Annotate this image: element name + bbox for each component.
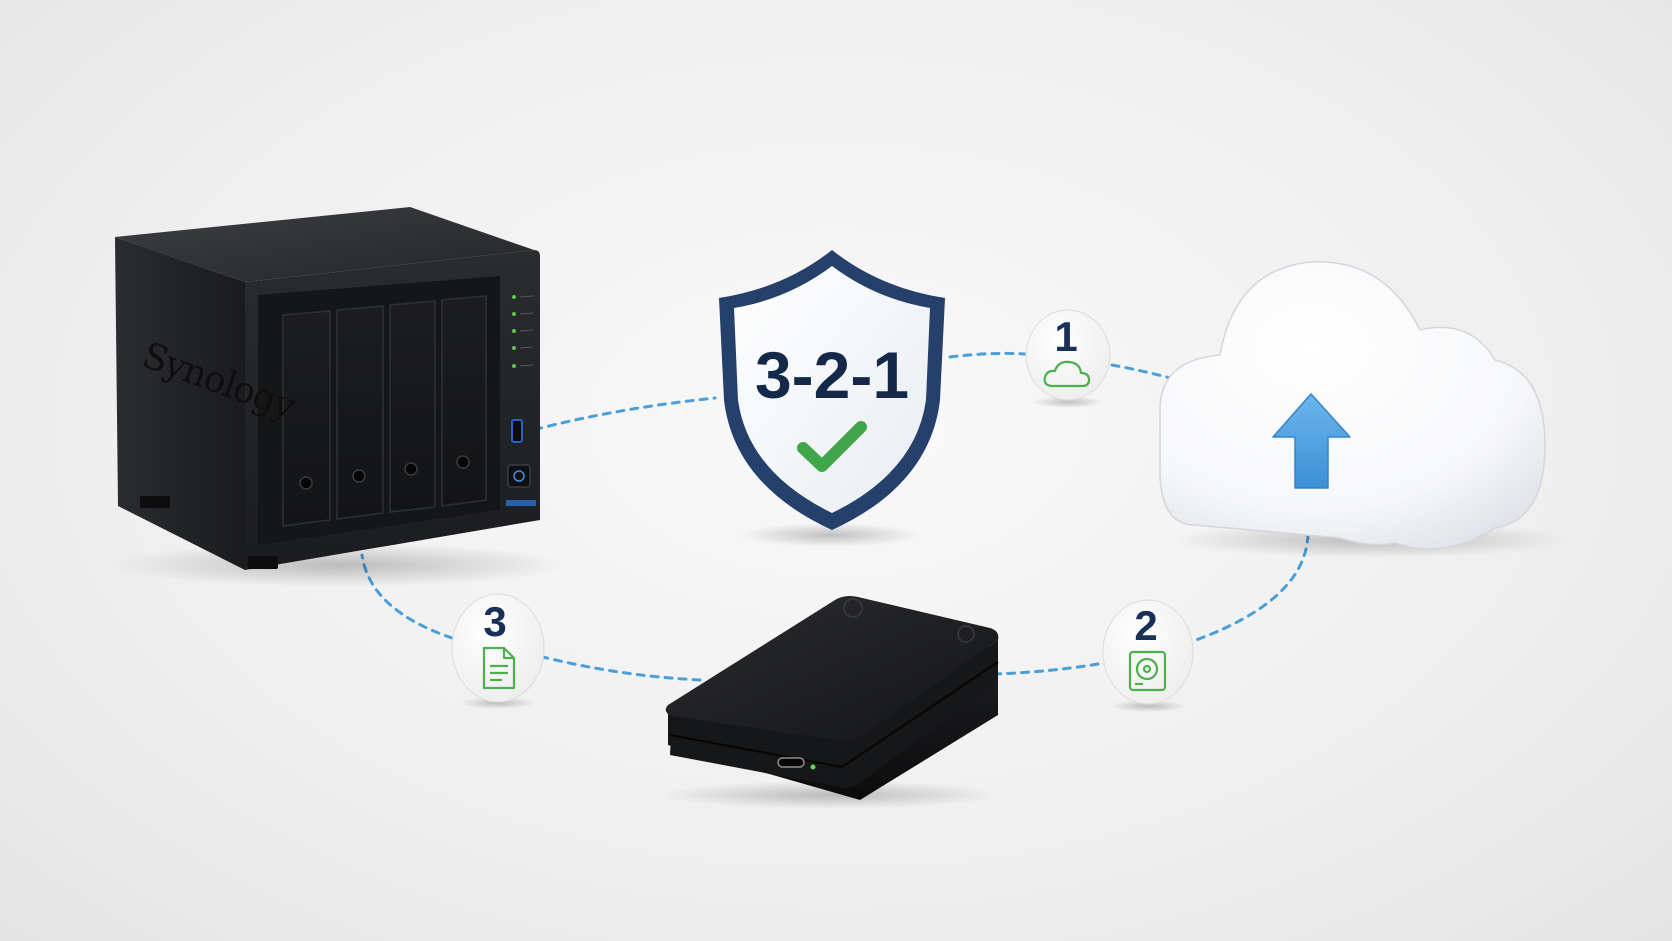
check-icon (797, 421, 867, 472)
document-icon (482, 646, 516, 690)
shield-label: 3-2-1 (755, 338, 909, 412)
status-leds (512, 295, 516, 368)
connector-badge1-cloud (1110, 363, 1187, 384)
connector-shield-badge1 (948, 351, 1027, 359)
connector-nas-shield (506, 396, 717, 439)
power-button (507, 464, 531, 488)
badge-2-number: 2 (1134, 602, 1157, 649)
badge-1: 1 (1025, 309, 1111, 408)
hard-drive-icon (1128, 650, 1167, 692)
usb-c-port (777, 757, 805, 768)
badge-2: 2 (1102, 599, 1194, 712)
connector-badge2-hdd (993, 662, 1100, 676)
connector-hdd-badge3 (541, 655, 702, 682)
shield-badge: 3-2-1 (719, 250, 945, 547)
badge-1-number: 1 (1054, 313, 1077, 360)
activity-led (810, 764, 816, 770)
drive-bays (282, 295, 487, 527)
badge-3: 3 (451, 593, 545, 709)
cloud-shape (1159, 261, 1570, 558)
nas-device: Synology (110, 207, 570, 587)
upload-arrow-icon (1272, 393, 1351, 489)
usb-port (511, 419, 523, 443)
cloud-icon (1043, 360, 1091, 388)
external-hard-drive (660, 596, 1000, 809)
badge-3-number: 3 (483, 598, 506, 645)
